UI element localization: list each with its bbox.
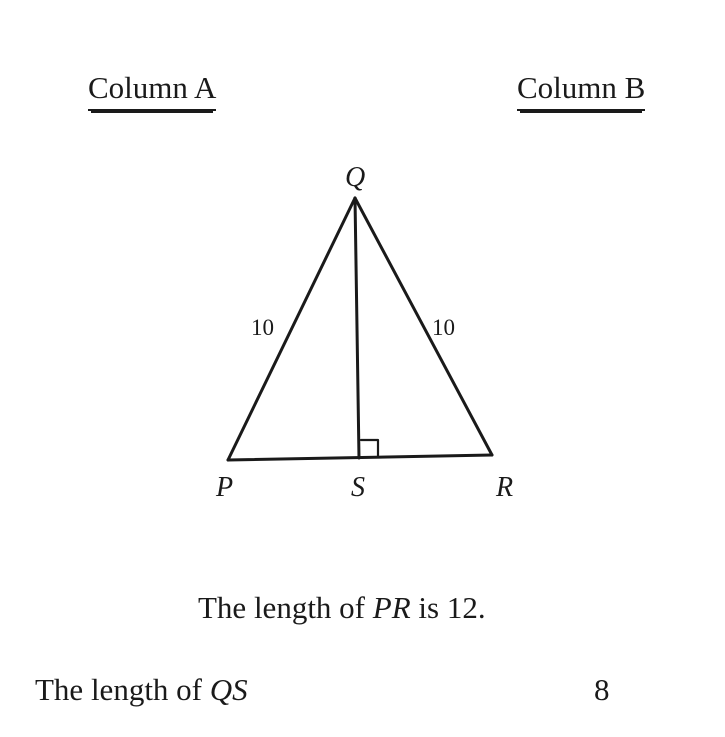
column-b-header: Column B: [517, 68, 646, 111]
given-suffix: is 12.: [410, 590, 486, 625]
right-angle-marker: [359, 438, 380, 459]
side-label-qr: 10: [432, 315, 455, 340]
vertex-label-r: R: [495, 472, 513, 503]
side-qr: [353, 196, 494, 457]
column-a-header: Column A: [88, 68, 217, 111]
quantity-b-value: 8: [594, 672, 610, 707]
quantity-b: 8: [594, 670, 610, 710]
quantity-a-segment: QS: [209, 672, 248, 707]
column-a-header-text: Column A: [88, 68, 217, 111]
quantity-a-prefix: The length of: [35, 672, 210, 707]
column-b-header-text: Column B: [517, 68, 646, 111]
side-pq: [226, 196, 357, 462]
vertex-label-s: S: [351, 472, 365, 503]
side-label-pq: 10: [251, 315, 274, 340]
given-segment: PR: [372, 590, 411, 625]
altitude-qs: [353, 196, 361, 460]
vertex-label-p: P: [215, 472, 233, 503]
given-statement: The length of PR is 12.: [198, 588, 486, 628]
given-prefix: The length of: [198, 590, 373, 625]
quantity-a: The length of QS: [35, 670, 248, 710]
vertex-label-q: Q: [345, 162, 365, 193]
